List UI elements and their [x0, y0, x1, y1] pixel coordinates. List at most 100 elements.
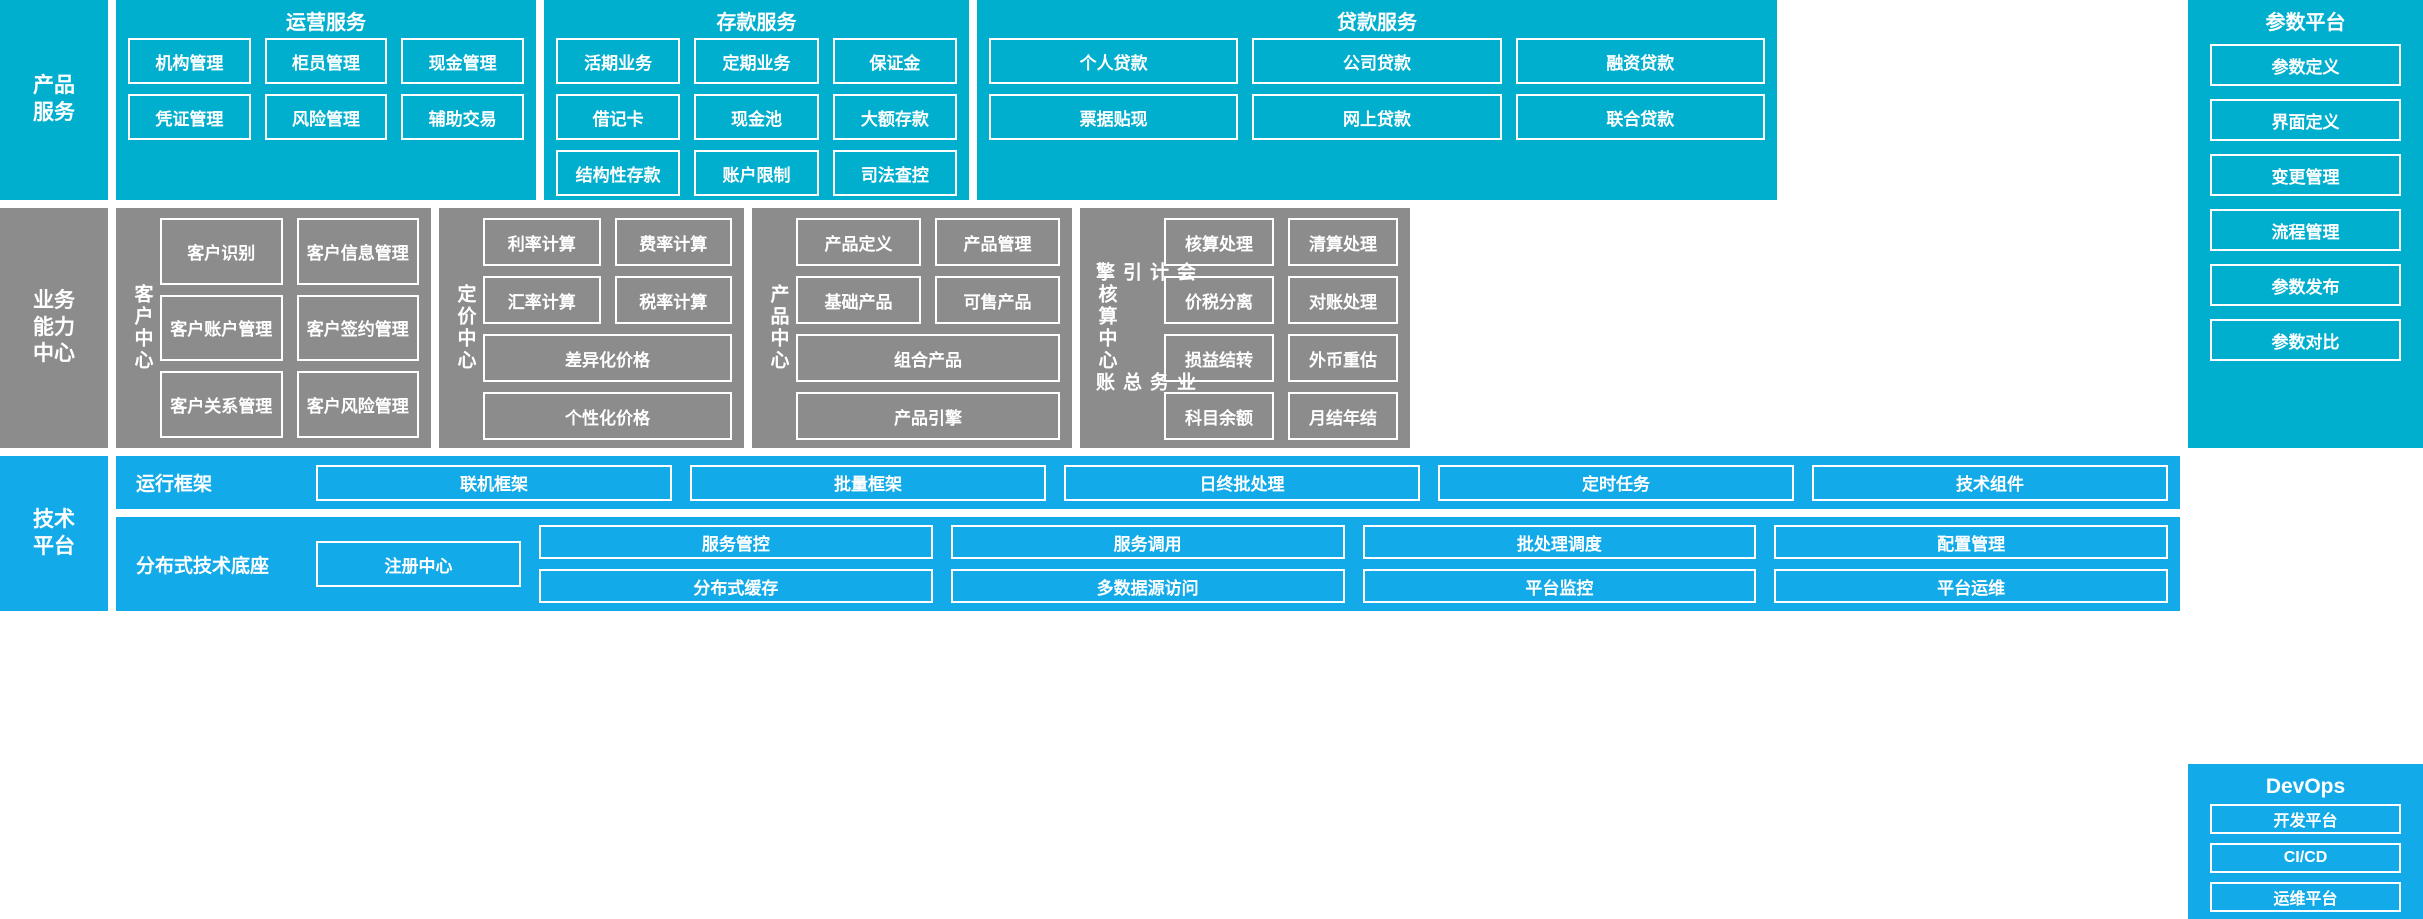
capability-center-band: 业务 能力 中心 客户中心 客户识别 客户信息管理 客户账户管理 客户签约管理 …: [0, 208, 2423, 448]
service-item[interactable]: 风险管理: [264, 94, 388, 140]
center-product-items: 产品定义 产品管理 基础产品 可售产品 组合产品 产品引擎: [796, 218, 1060, 440]
parameter-item[interactable]: 流程管理: [2210, 209, 2401, 251]
base-item[interactable]: 服务管控: [539, 525, 933, 559]
service-item[interactable]: 现金管理: [401, 38, 524, 84]
service-group-loan-items: 个人贷款 公司贷款 融资贷款 票据贴现 网上贷款 联合贷款: [989, 38, 1765, 190]
service-item[interactable]: 票据贴现: [989, 94, 1239, 140]
capability-item-wide[interactable]: 组合产品: [796, 334, 1060, 382]
runtime-item[interactable]: 日终批处理: [1064, 464, 1420, 501]
service-item[interactable]: 司法查控: [832, 150, 957, 196]
technology-platform-band: 技术 平台 运行框架 联机框架 批量框架 日终批处理 定时任务 技术组件 分布式…: [0, 456, 2423, 611]
capability-item[interactable]: 对账处理: [1288, 276, 1398, 324]
runtime-item[interactable]: 批量框架: [690, 464, 1046, 501]
capability-item-wide[interactable]: 产品引擎: [796, 392, 1060, 440]
service-item[interactable]: 大额存款: [832, 94, 957, 140]
parameter-platform-title: 参数平台: [2265, 12, 2346, 34]
base-item[interactable]: 多数据源访问: [950, 569, 1345, 603]
distributed-base-line-1: 服务管控 服务调用 批处理调度 配置管理: [539, 525, 2168, 559]
capability-item[interactable]: 客户信息管理: [296, 218, 419, 285]
runtime-framework-row: 运行框架 联机框架 批量框架 日终批处理 定时任务 技术组件: [116, 456, 2180, 509]
capability-item[interactable]: 核算处理: [1164, 218, 1274, 266]
service-item[interactable]: 联合贷款: [1515, 94, 1765, 140]
capability-item[interactable]: 汇率计算: [483, 276, 601, 324]
capability-item[interactable]: 利率计算: [483, 218, 601, 266]
parameter-item[interactable]: 参数定义: [2210, 44, 2401, 86]
capability-item-wide[interactable]: 差异化价格: [483, 334, 732, 382]
base-item[interactable]: 分布式缓存: [539, 569, 933, 603]
parameter-item[interactable]: 变更管理: [2210, 154, 2401, 196]
service-item[interactable]: 现金池: [694, 94, 819, 140]
center-pricing-label: 定价中心: [454, 284, 476, 372]
center-accounting-sublabels: 会计引擎 业务总账: [1093, 218, 1195, 438]
service-item[interactable]: 辅助交易: [401, 94, 524, 140]
service-item[interactable]: 个人贷款: [989, 38, 1239, 84]
parameter-item[interactable]: 界面定义: [2210, 99, 2401, 141]
capability-item[interactable]: 基础产品: [796, 276, 921, 324]
service-item[interactable]: 结构性存款: [556, 150, 681, 196]
registry-center-item[interactable]: 注册中心: [316, 541, 521, 587]
center-pricing: 定价中心 利率计算 费率计算 汇率计算 税率计算 差异化价格 个性化价格: [439, 208, 744, 448]
capability-item[interactable]: 客户识别: [160, 218, 283, 285]
center-product: 产品中心 产品定义 产品管理 基础产品 可售产品 组合产品 产品引擎: [752, 208, 1072, 448]
capability-item[interactable]: 损益结转: [1164, 334, 1274, 382]
parameter-platform-panel-wrapper: 参数平台 参数定义 界面定义 变更管理 流程管理 参数发布 参数对比: [2188, 0, 2423, 448]
devops-item[interactable]: CI/CD: [2210, 843, 2401, 873]
base-item[interactable]: 配置管理: [1774, 525, 2168, 559]
capability-centers: 客户中心 客户识别 客户信息管理 客户账户管理 客户签约管理 客户关系管理 客户…: [116, 208, 2180, 448]
service-item[interactable]: 公司贷款: [1252, 38, 1502, 84]
devops-item[interactable]: 开发平台: [2210, 804, 2401, 834]
devops-items: 开发平台 CI/CD 运维平台: [2210, 804, 2401, 912]
base-item[interactable]: 平台运维: [1774, 569, 2168, 603]
capability-item[interactable]: 清算处理: [1288, 218, 1398, 266]
capability-item[interactable]: 客户关系管理: [160, 371, 283, 438]
capability-item-wide[interactable]: 个性化价格: [483, 392, 732, 440]
service-item[interactable]: 借记卡: [556, 94, 681, 140]
base-item[interactable]: 平台监控: [1362, 569, 1757, 603]
service-item[interactable]: 网上贷款: [1252, 94, 1502, 140]
capability-item[interactable]: 客户风险管理: [296, 371, 419, 438]
service-item[interactable]: 保证金: [832, 38, 957, 84]
capability-item[interactable]: 可售产品: [935, 276, 1060, 324]
devops-title: DevOps: [2265, 775, 2346, 798]
service-item[interactable]: 融资贷款: [1515, 38, 1765, 84]
runtime-item[interactable]: 定时任务: [1438, 464, 1794, 501]
devops-item[interactable]: 运维平台: [2210, 882, 2401, 912]
row-label-technology-platform: 技术 平台: [0, 456, 108, 611]
distributed-base-label: 分布式技术底座: [136, 555, 270, 577]
service-item[interactable]: 定期业务: [694, 38, 819, 84]
row-label-capability-center: 业务 能力 中心: [0, 208, 108, 448]
capability-item[interactable]: 费率计算: [614, 218, 732, 266]
service-group-deposit: 存款服务 活期业务 定期业务 保证金 借记卡 现金池 大额存款 结构性存款 账户…: [544, 0, 969, 200]
capability-item[interactable]: 月结年结: [1288, 392, 1398, 440]
center-pricing-items: 利率计算 费率计算 汇率计算 税率计算 差异化价格 个性化价格: [483, 218, 732, 440]
service-item[interactable]: 账户限制: [694, 150, 819, 196]
capability-item[interactable]: 产品定义: [796, 218, 921, 266]
capability-item[interactable]: 税率计算: [614, 276, 732, 324]
product-services-band: 产品 服务 运营服务 机构管理 柜员管理 现金管理 凭证管理 风险管理 辅助交易…: [0, 0, 2423, 200]
distributed-base-line-2: 分布式缓存 多数据源访问 平台监控 平台运维: [539, 569, 2168, 603]
capability-item[interactable]: 客户账户管理: [160, 294, 283, 362]
capability-item[interactable]: 外币重估: [1288, 334, 1398, 382]
parameter-item[interactable]: 参数对比: [2210, 319, 2401, 361]
capability-item[interactable]: 产品管理: [935, 218, 1060, 266]
service-group-loan: 贷款服务 个人贷款 公司贷款 融资贷款 票据贴现 网上贷款 联合贷款: [977, 0, 1777, 200]
distributed-base-row: 分布式技术底座 注册中心 服务管控 服务调用 批处理调度 配置管理 分布式缓存 …: [116, 517, 2180, 611]
runtime-item[interactable]: 技术组件: [1812, 464, 2168, 501]
row-label-product-services: 产品 服务: [0, 0, 108, 200]
service-item[interactable]: 凭证管理: [128, 94, 251, 140]
center-customer-label: 客户中心: [131, 284, 153, 372]
center-accounting-label: 核算中心: [1095, 284, 1117, 372]
base-item[interactable]: 批处理调度: [1362, 525, 1757, 559]
capability-item[interactable]: 价税分离: [1164, 276, 1274, 324]
capability-item[interactable]: 科目余额: [1164, 392, 1274, 440]
service-item[interactable]: 活期业务: [556, 38, 681, 84]
runtime-framework-label: 运行框架: [136, 474, 213, 495]
service-item[interactable]: 机构管理: [128, 38, 251, 84]
base-item[interactable]: 服务调用: [950, 525, 1345, 559]
runtime-item[interactable]: 联机框架: [316, 464, 672, 501]
runtime-framework-items: 联机框架 批量框架 日终批处理 定时任务 技术组件: [316, 464, 2168, 501]
service-item[interactable]: 柜员管理: [264, 38, 388, 84]
technology-platform-content: 运行框架 联机框架 批量框架 日终批处理 定时任务 技术组件 分布式技术底座 注…: [116, 456, 2180, 611]
parameter-item[interactable]: 参数发布: [2210, 264, 2401, 306]
capability-item[interactable]: 客户签约管理: [296, 294, 419, 362]
